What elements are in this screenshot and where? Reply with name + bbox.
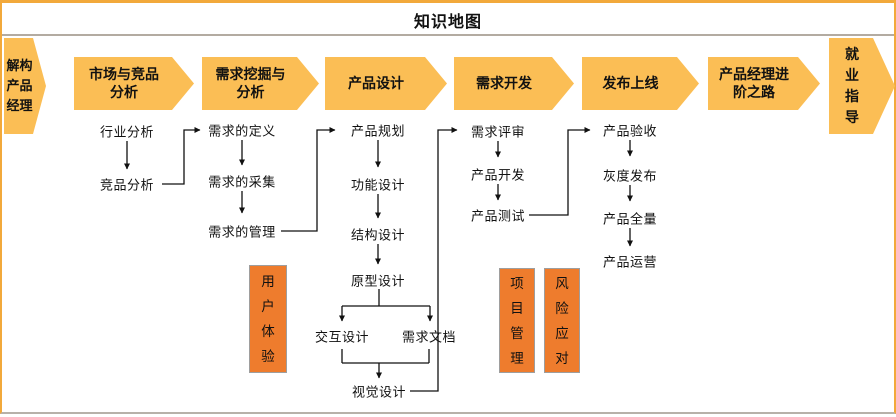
- stage-label: 解构产品经理: [6, 58, 33, 113]
- stage-label: 市场与竞品分析: [89, 66, 159, 100]
- stage-label: 需求开发: [476, 74, 532, 91]
- node-product-planning: 产品规划: [350, 123, 406, 139]
- stage-product-design: 产品设计: [325, 57, 447, 110]
- stage-deconstruct-pm: 解构产品经理: [4, 38, 46, 134]
- badge-risk-response: 风险应对: [544, 268, 580, 373]
- node-function-design: 功能设计: [350, 177, 406, 193]
- node-competitor-analysis: 竞品分析: [99, 177, 155, 193]
- badge-label: 用户体验: [261, 274, 275, 364]
- stage-market-competitor-analysis: 市场与竞品分析: [74, 57, 194, 110]
- stage-requirement-mining-analysis: 需求挖掘与分析: [202, 57, 319, 110]
- stage-release-online: 发布上线: [582, 57, 699, 110]
- stage-pm-advanced-path: 产品经理进阶之路: [708, 57, 820, 110]
- node-req-definition: 需求的定义: [208, 123, 276, 139]
- node-req-collection: 需求的采集: [208, 174, 276, 190]
- node-visual-design: 视觉设计: [351, 384, 407, 400]
- node-product-dev: 产品开发: [470, 167, 526, 183]
- stage-employment-guidance: 就业指导: [829, 38, 895, 134]
- node-industry-analysis: 行业分析: [99, 124, 155, 140]
- badge-user-experience: 用户体验: [249, 265, 287, 373]
- node-req-management: 需求的管理: [208, 224, 276, 240]
- stage-requirement-development: 需求开发: [454, 57, 574, 110]
- node-product-test: 产品测试: [470, 208, 526, 224]
- node-req-review: 需求评审: [470, 124, 526, 140]
- node-req-document: 需求文档: [401, 329, 457, 345]
- stage-label: 就业指导: [845, 46, 859, 125]
- page-title: 知识地图: [413, 14, 482, 31]
- stage-label: 产品设计: [348, 74, 404, 91]
- title-divider: [2, 34, 894, 36]
- node-structure-design: 结构设计: [350, 227, 406, 243]
- node-gray-release: 灰度发布: [602, 168, 658, 184]
- node-product-operation: 产品运营: [602, 254, 658, 270]
- badge-label: 项目管理: [510, 275, 524, 366]
- badge-project-management: 项目管理: [499, 268, 535, 373]
- badge-label: 风险应对: [555, 275, 569, 366]
- node-prototype-design: 原型设计: [350, 273, 406, 289]
- stage-label: 产品经理进阶之路: [719, 66, 789, 100]
- stage-label: 需求挖掘与分析: [215, 66, 286, 100]
- node-product-full: 产品全量: [602, 211, 658, 227]
- node-product-acceptance: 产品验收: [602, 123, 658, 139]
- node-interaction-design: 交互设计: [314, 329, 370, 345]
- stage-label: 发布上线: [602, 74, 659, 91]
